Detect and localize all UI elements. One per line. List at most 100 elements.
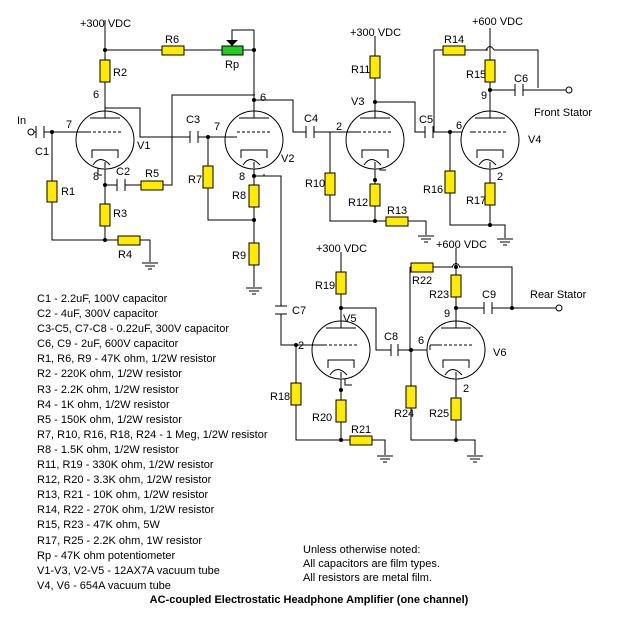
capacitor-c2 [116, 179, 126, 191]
pin-label: 2 [497, 171, 503, 183]
supply-label: +300 VDC [316, 243, 367, 255]
resistor-r5 [140, 180, 164, 191]
label-r24: R24 [394, 408, 414, 420]
label-v1: V1 [137, 140, 150, 152]
wires [31, 20, 566, 455]
resistor-r6 [161, 45, 185, 56]
note-line: All resistors are metal film. [303, 572, 432, 584]
label-r20: R20 [312, 412, 332, 424]
resistor-r14 [442, 45, 466, 56]
resistor-r15 [484, 59, 496, 83]
resistor-r12 [369, 183, 381, 207]
label-r7: R7 [188, 174, 202, 186]
grounds [142, 235, 513, 463]
resistor-r16 [444, 170, 456, 194]
label-c7: C7 [292, 305, 306, 317]
pin-label: 8 [93, 171, 99, 183]
capacitor-c4 [305, 126, 315, 138]
label-r6: R6 [165, 34, 179, 46]
pin-label: 7 [66, 119, 72, 131]
parts-list-item: Rp - 47K ohm potentiometer [37, 549, 176, 562]
resistor-r23 [450, 274, 462, 298]
tube-v1 [70, 108, 135, 170]
label-r8: R8 [232, 190, 246, 202]
capacitor-c7 [275, 305, 287, 315]
label-r22: R22 [412, 275, 432, 287]
supply-label: +600 VDC [436, 239, 487, 251]
capacitor-c5 [424, 126, 434, 138]
parts-list-item: C6, C9 - 2uF, 600V capacitor [37, 338, 179, 351]
parts-list-item: R5 - 150K ohm, 1/2W resistor [37, 413, 182, 426]
label-v2: V2 [281, 153, 294, 165]
resistor-r10 [324, 172, 336, 196]
note-line: All capacitors are film types. [303, 558, 440, 570]
pin-label: 8 [239, 171, 245, 183]
label-r19: R19 [315, 280, 335, 292]
capacitors [35, 84, 524, 356]
resistor-r18 [290, 382, 302, 406]
resistor-r9 [248, 242, 260, 266]
parts-list-item: C2 - 4uF, 300V capacitor [37, 308, 159, 321]
label-r2: R2 [113, 67, 127, 79]
resistor-r21 [349, 435, 373, 446]
resistor-r11 [369, 55, 381, 79]
parts-list-item: V4, V6 - 654A vacuum tube [37, 579, 171, 592]
tube-v2 [220, 108, 284, 170]
label-c5: C5 [419, 114, 433, 126]
pin-label: 2 [336, 121, 342, 133]
label-r14: R14 [444, 34, 464, 46]
resistor-r13 [385, 216, 409, 227]
supply-label: +300 VDC [80, 18, 131, 30]
label-r1: R1 [61, 186, 75, 198]
parts-list-item: R13, R21 - 10K ohm, 1/2W resistor [37, 489, 209, 502]
label-v3: V3 [351, 96, 364, 108]
junctions [50, 48, 514, 442]
pin-label: 9 [444, 308, 450, 320]
label-r17: R17 [466, 195, 486, 207]
label-r23: R23 [429, 289, 449, 301]
wire-hop [485, 46, 495, 51]
label-r13: R13 [387, 205, 407, 217]
resistor-r19 [335, 271, 347, 295]
parts-list-item: R15, R23 - 47K ohm, 5W [37, 519, 160, 532]
label-c1: C1 [35, 146, 49, 158]
resistor-r8 [248, 184, 260, 208]
parts-list-item: R1, R6, R9 - 47K ohm, 1/2W resistor [37, 353, 217, 366]
pin-labels: 6 7 8 6 7 8 2 6 9 2 2 6 9 2 [66, 89, 503, 395]
label-c8: C8 [384, 331, 398, 343]
supply-label: +300 VDC [350, 27, 401, 39]
pin-label: 6 [93, 89, 99, 101]
supply-label: +600 VDC [472, 16, 523, 28]
pin-label: 6 [260, 92, 266, 104]
parts-list-item: R2 - 220K ohm, 1/2W resistor [37, 368, 182, 381]
front-stator-terminal [565, 86, 573, 94]
label-r9: R9 [232, 250, 246, 262]
pin-label: 9 [481, 90, 487, 102]
capacitor-c3 [189, 131, 199, 143]
label-r10: R10 [305, 178, 325, 190]
resistor-r25 [450, 397, 462, 421]
label-v4: V4 [528, 134, 541, 146]
label-rp: Rp [225, 59, 239, 71]
label-r11: R11 [351, 64, 370, 76]
capacitor-c9 [483, 302, 493, 314]
front-stator-label: Front Stator [534, 107, 592, 119]
label-c9: C9 [482, 289, 496, 301]
tube-v4 [460, 108, 520, 170]
pin-label: 7 [214, 121, 220, 133]
label-c3: C3 [186, 114, 200, 126]
parts-list-item: R8 - 1.5K ohm, 1/2W resistor [37, 443, 179, 456]
capacitor-c1 [35, 126, 45, 138]
resistor-r24 [405, 385, 417, 409]
label-r4: R4 [118, 249, 132, 261]
label-r3: R3 [113, 208, 127, 220]
parts-list-item: R3 - 2.2K ohm, 1/2W resistor [37, 383, 179, 396]
pin-label: 2 [463, 383, 469, 395]
resistor-r22 [410, 262, 434, 273]
label-c4: C4 [304, 113, 318, 125]
resistor-r4 [117, 235, 141, 246]
resistors [46, 45, 496, 446]
note-line: Unless otherwise noted: [303, 544, 421, 556]
label-c2: C2 [116, 166, 130, 178]
tube-v3 [343, 108, 405, 170]
